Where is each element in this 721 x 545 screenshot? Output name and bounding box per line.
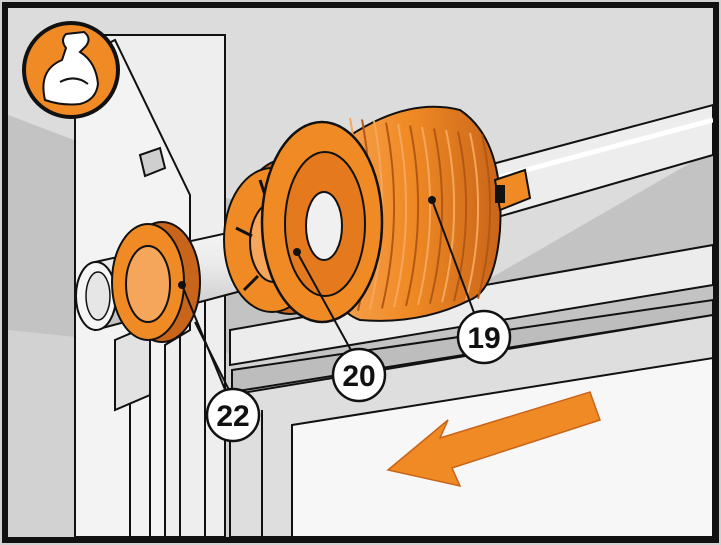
pulley-groove xyxy=(477,134,492,300)
leader-line-22b xyxy=(194,321,231,393)
leader-dot-22a xyxy=(178,281,186,289)
callout-pulley: 19 xyxy=(456,309,512,365)
pulley-latch-clip xyxy=(495,185,505,203)
adapter-spoke-2 xyxy=(235,226,253,238)
strength-badge xyxy=(22,21,120,119)
pulley-bore xyxy=(305,191,343,261)
bearing-ring-inner xyxy=(125,245,171,323)
pulley-groove xyxy=(465,132,480,301)
pulley-groove xyxy=(417,126,432,306)
adapter-spoke-3 xyxy=(242,274,260,292)
bracket-bolt xyxy=(138,146,167,178)
direction-arrow-left-icon xyxy=(386,391,601,488)
pulley-groove xyxy=(393,123,408,308)
pulley-groove xyxy=(453,131,468,302)
pulley-groove xyxy=(381,122,396,309)
strength-arm-icon xyxy=(42,30,100,106)
callout-bearing: 22 xyxy=(205,387,261,443)
shaft-end-hole xyxy=(85,271,111,321)
pulley-groove xyxy=(405,125,420,307)
callout-adapter: 20 xyxy=(331,347,387,403)
callout-pulley-number: 19 xyxy=(467,322,500,355)
leader-line-19 xyxy=(431,199,477,319)
pulley-groove xyxy=(441,129,456,303)
pulley-groove xyxy=(429,128,444,304)
callout-bearing-number: 22 xyxy=(216,400,249,433)
leader-dot-19 xyxy=(428,196,436,204)
leader-line-20 xyxy=(296,251,353,353)
leader-dot-20 xyxy=(293,248,301,256)
callout-adapter-number: 20 xyxy=(342,360,375,393)
